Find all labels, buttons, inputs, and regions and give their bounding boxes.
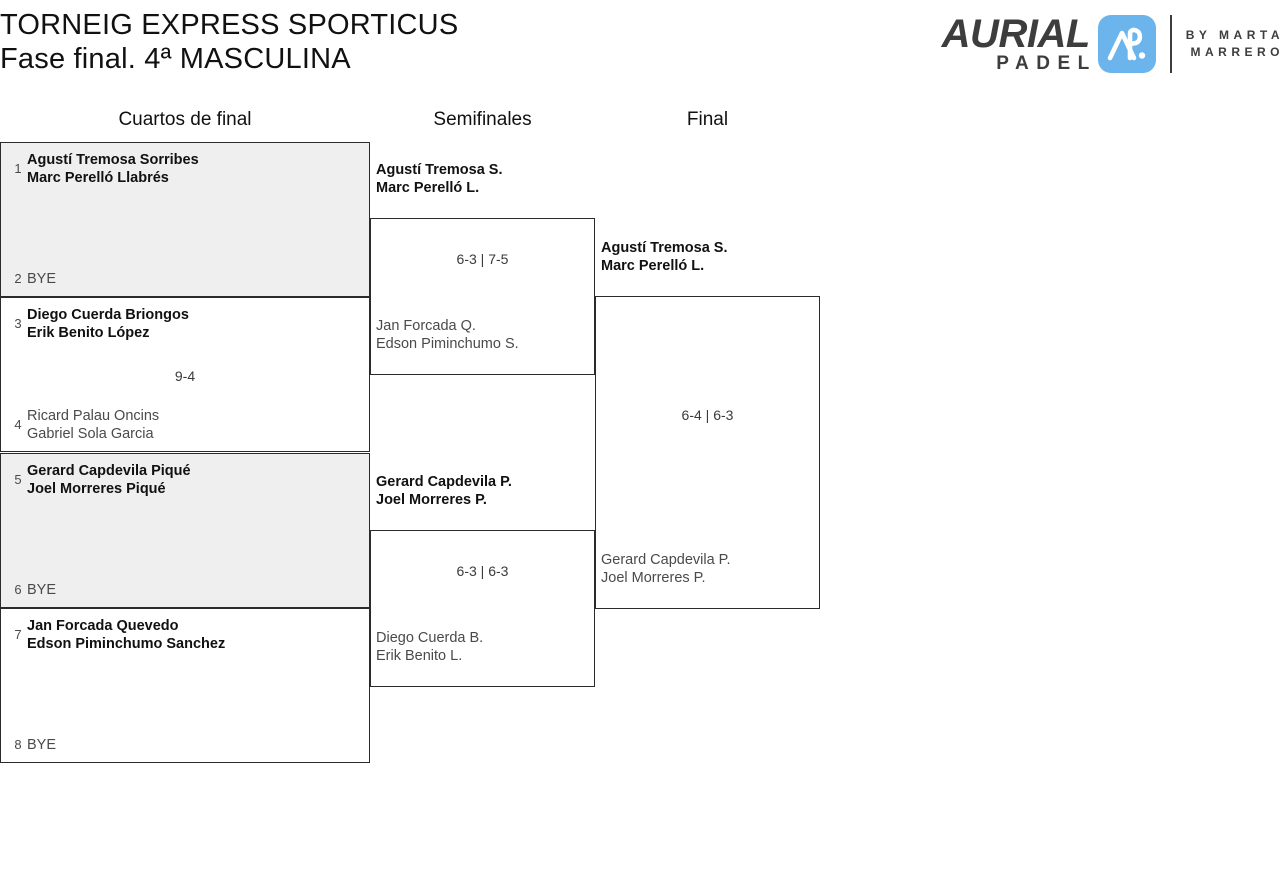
quarterfinal-match-1[interactable]: 1 Agustí Tremosa Sorribes Marc Perelló L… xyxy=(0,142,370,297)
team-names: Agustí Tremosa Sorribes Marc Perelló Lla… xyxy=(27,151,199,187)
player-name-2: Joel Morreres P. xyxy=(601,570,706,586)
match-score: 6-3 | 6-3 xyxy=(456,563,509,579)
player-name-1: Gerard Capdevila P. xyxy=(601,552,731,568)
seed-number: 8 xyxy=(14,737,22,752)
player-name-2: Marc Perelló L. xyxy=(601,258,705,274)
player-name-1: Diego Cuerda Briongos xyxy=(27,307,189,323)
seed-number: 5 xyxy=(14,472,22,487)
player-name-2: Edson Piminchumo S. xyxy=(376,336,519,352)
match-score: 9-4 xyxy=(174,368,196,384)
bye-label: BYE xyxy=(27,582,57,598)
logo-brand-sub: PADEL xyxy=(996,52,1097,74)
team-names: Gerard Capdevila Piqué Joel Morreres Piq… xyxy=(27,462,191,498)
player-name-2: Marc Perelló Llabrés xyxy=(27,170,169,186)
player-name-2: Gabriel Sola Garcia xyxy=(27,426,154,442)
seed-number: 1 xyxy=(14,161,22,176)
seed-number: 3 xyxy=(14,316,22,331)
bracket-slot-seed-3[interactable]: 3 Diego Cuerda Briongos Erik Benito Lópe… xyxy=(1,306,369,342)
seed-number: 4 xyxy=(14,417,22,432)
team-names: Ricard Palau Oncins Gabriel Sola Garcia xyxy=(27,407,159,443)
logo-byline-1: BY MARTA xyxy=(1185,28,1280,42)
quarterfinal-match-2[interactable]: 3 Diego Cuerda Briongos Erik Benito Lópe… xyxy=(0,297,370,452)
semifinal-match-2[interactable]: 6-3 | 6-3 xyxy=(370,530,595,687)
ap-monogram-icon xyxy=(1097,15,1156,73)
bracket-slot-seed-7[interactable]: 7 Jan Forcada Quevedo Edson Piminchumo S… xyxy=(1,617,369,653)
logo-byline-2: MARRERO xyxy=(1190,45,1280,59)
player-name-2: Joel Morreres P. xyxy=(376,492,487,508)
column-header-final: Final xyxy=(686,109,729,130)
semifinal-2-top-team[interactable]: Gerard Capdevila P. Joel Morreres P. xyxy=(376,473,512,509)
tournament-name: TORNEIG EXPRESS SPORTICUS xyxy=(0,9,459,41)
team-names: Jan Forcada Quevedo Edson Piminchumo San… xyxy=(27,617,225,653)
tournament-title: TORNEIG EXPRESS SPORTICUS Fase final. 4ª… xyxy=(0,8,458,76)
final-top-team[interactable]: Agustí Tremosa S. Marc Perelló L. xyxy=(601,239,728,275)
column-header-semifinals: Semifinales xyxy=(433,109,532,130)
player-name-2: Marc Perelló L. xyxy=(376,180,480,196)
semifinal-2-bottom-team[interactable]: Diego Cuerda B. Erik Benito L. xyxy=(376,629,483,665)
seed-number: 6 xyxy=(14,582,22,597)
semifinal-match-1[interactable]: 6-3 | 7-5 xyxy=(370,218,595,375)
bracket-slot-seed-4[interactable]: 4 Ricard Palau Oncins Gabriel Sola Garci… xyxy=(1,407,369,443)
bracket-slot-seed-2[interactable]: 2 BYE xyxy=(1,270,369,288)
bracket-slot-seed-1[interactable]: 1 Agustí Tremosa Sorribes Marc Perelló L… xyxy=(1,151,369,187)
logo-wordmark: AURIAL PADEL xyxy=(941,11,1091,74)
player-name-1: Agustí Tremosa Sorribes xyxy=(27,152,199,168)
player-name-1: Ricard Palau Oncins xyxy=(27,408,160,424)
player-name-1: Jan Forcada Quevedo xyxy=(27,618,179,634)
logo-brand-name: AURIAL xyxy=(941,11,1091,56)
column-header-quarterfinals: Cuartos de final xyxy=(118,109,252,130)
page-header: TORNEIG EXPRESS SPORTICUS Fase final. 4ª… xyxy=(0,0,1280,92)
tournament-phase: Fase final. 4ª MASCULINA xyxy=(0,43,351,75)
player-name-2: Joel Morreres Piqué xyxy=(27,481,166,497)
seed-number: 7 xyxy=(14,627,22,642)
player-name-2: Edson Piminchumo Sanchez xyxy=(27,636,226,652)
aurial-padel-logo: AURIAL PADEL BY MARTA MARRERO xyxy=(890,8,1280,80)
player-name-2: Erik Benito López xyxy=(27,325,150,341)
bye-label: BYE xyxy=(27,271,57,287)
quarterfinal-match-4[interactable]: 7 Jan Forcada Quevedo Edson Piminchumo S… xyxy=(0,608,370,763)
bye-label: BYE xyxy=(27,737,57,753)
logo-byline: BY MARTA MARRERO xyxy=(1186,27,1280,61)
semifinal-1-top-team[interactable]: Agustí Tremosa S. Marc Perelló L. xyxy=(376,161,503,197)
player-name-1: Jan Forcada Q. xyxy=(376,318,476,334)
logo-divider xyxy=(1169,15,1172,73)
match-score: 6-4 | 6-3 xyxy=(681,407,734,423)
match-score: 6-3 | 7-5 xyxy=(456,251,509,267)
player-name-1: Agustí Tremosa S. xyxy=(376,162,503,178)
bracket-slot-seed-6[interactable]: 6 BYE xyxy=(1,581,369,599)
team-names: Diego Cuerda Briongos Erik Benito López xyxy=(27,306,189,342)
quarterfinal-match-3[interactable]: 5 Gerard Capdevila Piqué Joel Morreres P… xyxy=(0,453,370,608)
bracket-slot-seed-8[interactable]: 8 BYE xyxy=(1,736,369,754)
semifinal-1-bottom-team[interactable]: Jan Forcada Q. Edson Piminchumo S. xyxy=(376,317,519,353)
seed-number: 2 xyxy=(14,271,22,286)
player-name-1: Agustí Tremosa S. xyxy=(601,240,728,256)
final-bottom-team[interactable]: Gerard Capdevila P. Joel Morreres P. xyxy=(601,551,731,587)
bracket-slot-seed-5[interactable]: 5 Gerard Capdevila Piqué Joel Morreres P… xyxy=(1,462,369,498)
player-name-1: Gerard Capdevila Piqué xyxy=(27,463,191,479)
player-name-1: Gerard Capdevila P. xyxy=(376,474,512,490)
player-name-2: Erik Benito L. xyxy=(376,648,463,664)
final-match[interactable]: 6-4 | 6-3 xyxy=(595,296,820,609)
player-name-1: Diego Cuerda B. xyxy=(376,630,484,646)
